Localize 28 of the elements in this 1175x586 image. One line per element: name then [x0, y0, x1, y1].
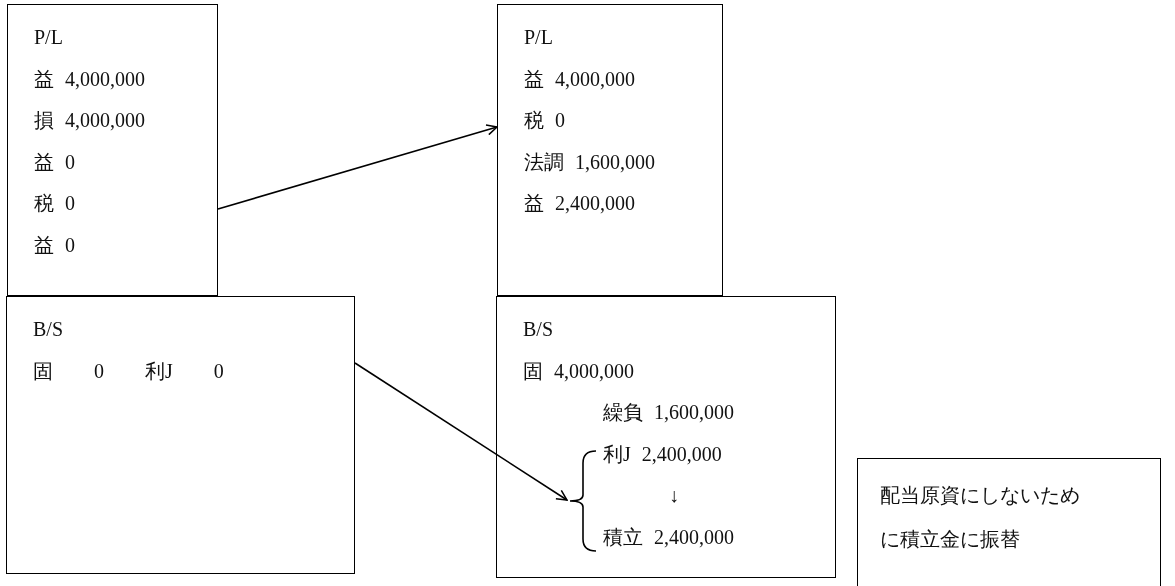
- note-text: 配当原資にしないために積立金に振替: [880, 483, 1080, 552]
- account-line: 税 0: [34, 191, 76, 216]
- statement-heading: P/L: [524, 25, 554, 50]
- account-line: 繰負 1,600,000: [602, 400, 735, 425]
- account-line: 益 4,000,000: [524, 66, 636, 92]
- account-line: 損 4,000,000: [34, 108, 146, 133]
- arrow: [354, 362, 568, 501]
- account-line: ↓: [668, 483, 680, 508]
- statement-heading: P/L: [34, 25, 64, 50]
- account-line: 積立 2,400,000: [602, 524, 735, 550]
- curly-brace: [568, 449, 598, 553]
- account-line: 固 4,000,000: [523, 358, 635, 384]
- account-line: 益 0: [34, 149, 76, 175]
- account-line: 益 2,400,000: [524, 191, 636, 216]
- account-line: 利J 2,400,000: [602, 441, 723, 467]
- statement-box: [497, 4, 723, 296]
- arrow: [217, 124, 498, 210]
- account-line: 益 4,000,000: [34, 66, 146, 92]
- statement-box: [7, 4, 218, 296]
- statement-heading: B/S: [523, 317, 555, 342]
- statement-box: [6, 296, 355, 574]
- note-box: [857, 458, 1161, 586]
- account-line: 固 0 利J 0: [33, 358, 225, 384]
- account-line: 法調 1,600,000: [524, 149, 656, 175]
- statement-heading: B/S: [33, 317, 65, 342]
- statement-box: [496, 296, 836, 578]
- account-line: 益 0: [34, 232, 76, 258]
- account-line: 税 0: [524, 108, 566, 133]
